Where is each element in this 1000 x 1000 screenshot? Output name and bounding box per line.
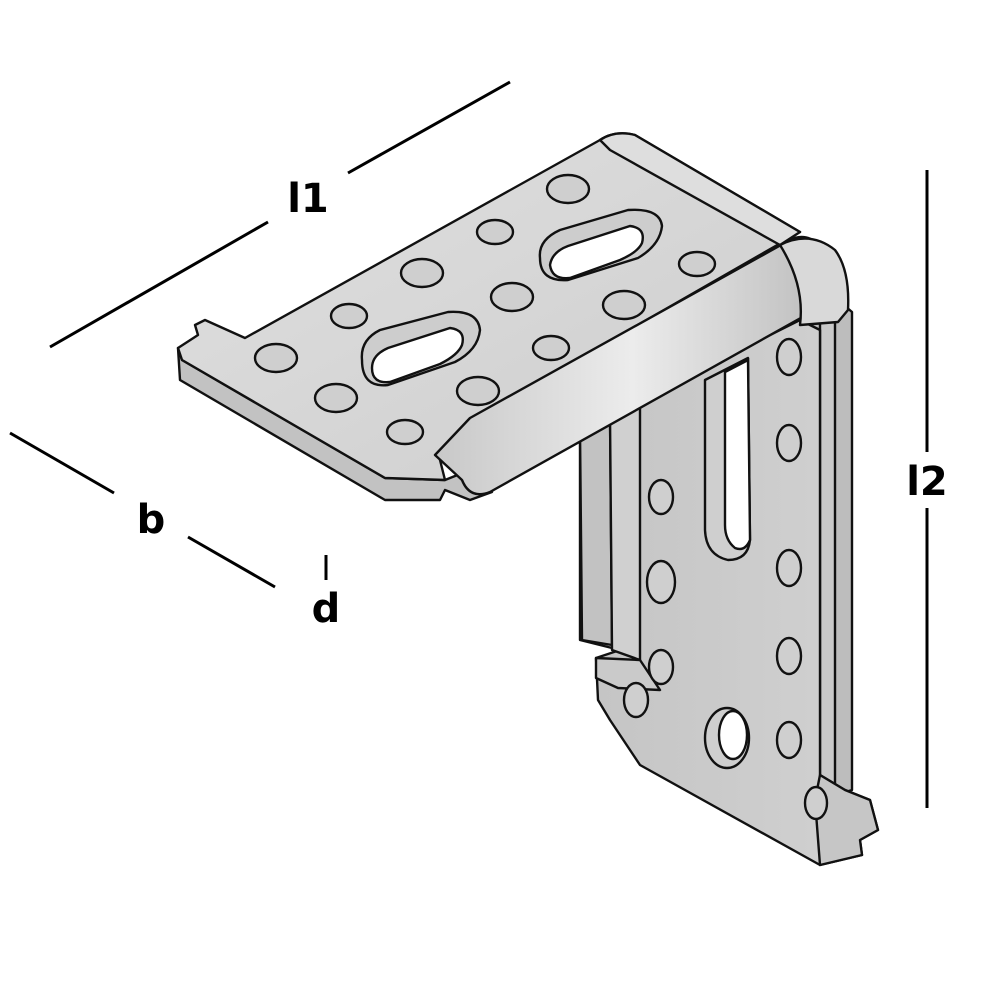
horizontal-hole [385, 418, 425, 446]
vertical-flange-left-inner [608, 400, 642, 662]
label-l1: l1 [287, 176, 329, 222]
horizontal-hole [677, 250, 717, 278]
horizontal-hole [545, 173, 591, 205]
vertical-flange-rib [818, 308, 837, 802]
vertical-hole [645, 559, 677, 605]
vertical-slot-opening [723, 358, 752, 551]
vertical-flange-foot-tab [813, 773, 880, 867]
horizontal-slot-2-opening [548, 224, 644, 280]
label-d: d [312, 586, 341, 632]
horizontal-hole [531, 334, 571, 362]
horizontal-hole [253, 342, 299, 374]
dimension-line-l1-right [347, 80, 511, 175]
vertical-hole [803, 785, 829, 821]
vertical-hole [775, 337, 803, 377]
vertical-hole [775, 636, 803, 676]
vertical-hole [622, 681, 650, 719]
dimension-b [9, 431, 276, 589]
vertical-large-hole-opening [717, 709, 749, 761]
horizontal-flange [176, 132, 850, 502]
vertical-flange-left-channel [578, 413, 614, 647]
horizontal-hole [313, 382, 359, 414]
dimension-line-b-left [9, 431, 115, 495]
vertical-hole [647, 478, 675, 516]
dimension-line-l1-left [49, 220, 269, 349]
horizontal-hole [601, 289, 647, 321]
vertical-hole [775, 423, 803, 463]
horizontal-hole [399, 257, 445, 289]
horizontal-hole [489, 281, 535, 313]
label-l2: l2 [906, 459, 948, 505]
vertical-hole [775, 548, 803, 588]
horizontal-slot-1-opening [370, 326, 464, 384]
dimension-l1 [49, 80, 511, 349]
vertical-hole [775, 720, 803, 760]
label-b: b [137, 497, 166, 543]
bend-corner [778, 237, 850, 327]
dimension-line-b-right [187, 535, 276, 589]
horizontal-hole [329, 302, 369, 330]
horizontal-hole [475, 218, 515, 246]
vertical-hole [647, 648, 675, 686]
horizontal-hole [455, 375, 501, 407]
horizontal-flange-back-rim [598, 132, 802, 247]
